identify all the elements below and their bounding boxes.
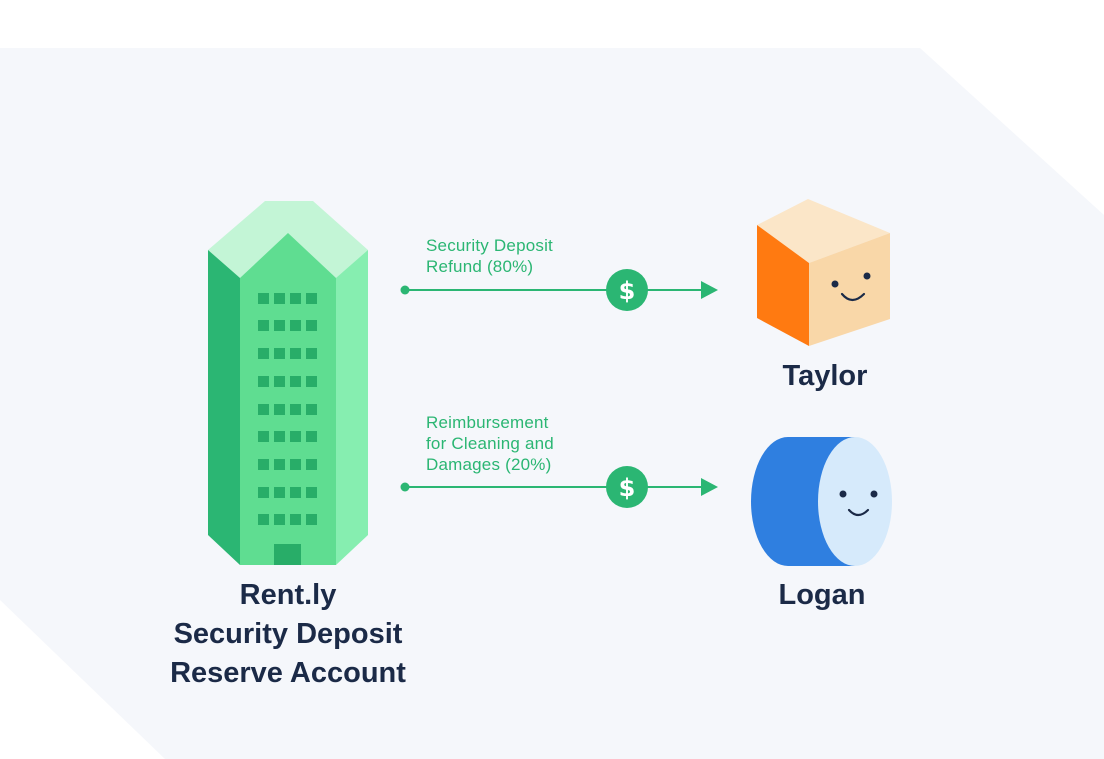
flow-label-line: Reimbursement bbox=[426, 413, 549, 432]
flow-label-line: Refund (80%) bbox=[426, 257, 534, 276]
building-windows bbox=[258, 293, 317, 525]
flow-label-line: for Cleaning and bbox=[426, 434, 554, 453]
svg-text:$: $ bbox=[619, 277, 636, 305]
flow-label-line: Damages (20%) bbox=[426, 455, 552, 474]
source-name-line: Rent.ly bbox=[239, 579, 337, 611]
dollar-icon: $ bbox=[606, 466, 648, 508]
building-door bbox=[274, 544, 301, 565]
taylor-avatar-icon bbox=[757, 199, 890, 346]
flow-label-reimbursement: Reimbursement for Cleaning and Damages (… bbox=[426, 412, 554, 475]
source-account-name: Rent.ly Security Deposit Reserve Account bbox=[148, 576, 428, 693]
flow-arrow-logan: $ bbox=[400, 466, 718, 508]
svg-text:$: $ bbox=[619, 474, 636, 502]
recipient-name-logan: Logan bbox=[778, 579, 866, 611]
flow-arrow-taylor: $ bbox=[400, 269, 718, 311]
source-name-line: Security Deposit bbox=[173, 618, 403, 650]
dollar-icon: $ bbox=[606, 269, 648, 311]
flow-label-refund: Security Deposit Refund (80%) bbox=[426, 235, 553, 277]
logan-avatar-icon bbox=[751, 437, 892, 566]
building-icon bbox=[208, 201, 368, 565]
flow-label-line: Security Deposit bbox=[426, 236, 553, 255]
source-name-line: Reserve Account bbox=[170, 657, 406, 689]
recipient-name-taylor: Taylor bbox=[782, 360, 868, 392]
